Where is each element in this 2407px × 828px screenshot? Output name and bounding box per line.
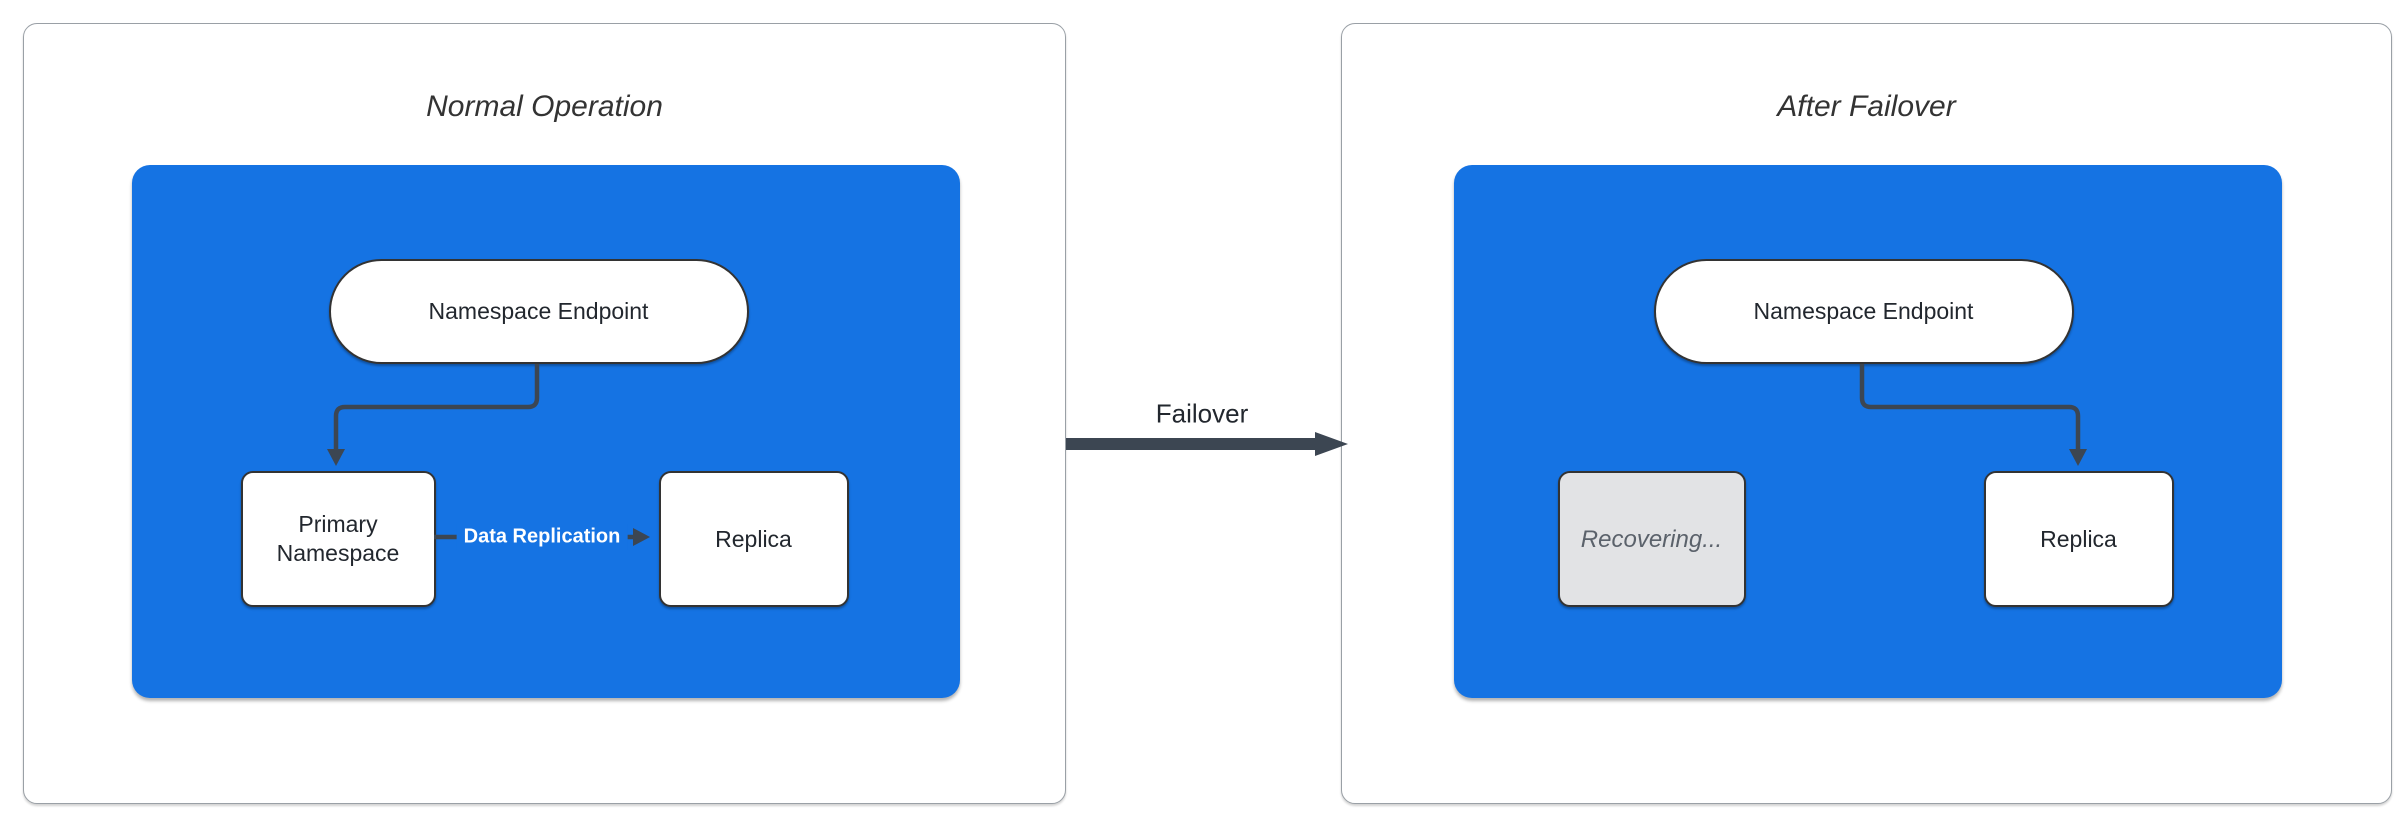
panel-normal-operation: Normal Operation Namespace Endpoint Prim… [23,23,1066,804]
node-label: Namespace Endpoint [428,298,649,324]
node-label: Recovering... [1580,525,1723,553]
namespace-container-normal: Namespace Endpoint Primary Namespace Rep… [131,165,960,698]
failover-label: Failover [1151,398,1253,430]
node-label: Primary Namespace [276,511,400,566]
panel-title-after-failover: After Failover [1777,90,1956,123]
namespace-container-failover: Namespace Endpoint Recovering... Replica [1453,165,2282,698]
node-label: Replica [2040,525,2117,552]
node-primary-namespace: Primary Namespace [240,471,436,607]
data-replication-label: Data Replication [456,523,628,551]
node-label: Replica [715,525,792,552]
node-namespace-endpoint-normal: Namespace Endpoint [328,259,749,364]
node-replica-normal: Replica [658,471,849,607]
node-recovering: Recovering... [1557,471,1746,607]
node-label: Namespace Endpoint [1753,298,1974,324]
node-replica-failover: Replica [1983,471,2174,607]
node-namespace-endpoint-failover: Namespace Endpoint [1653,259,2074,364]
panel-after-failover: After Failover Namespace Endpoint Recove… [1341,23,2392,804]
panel-title-normal-operation: Normal Operation [426,90,663,123]
